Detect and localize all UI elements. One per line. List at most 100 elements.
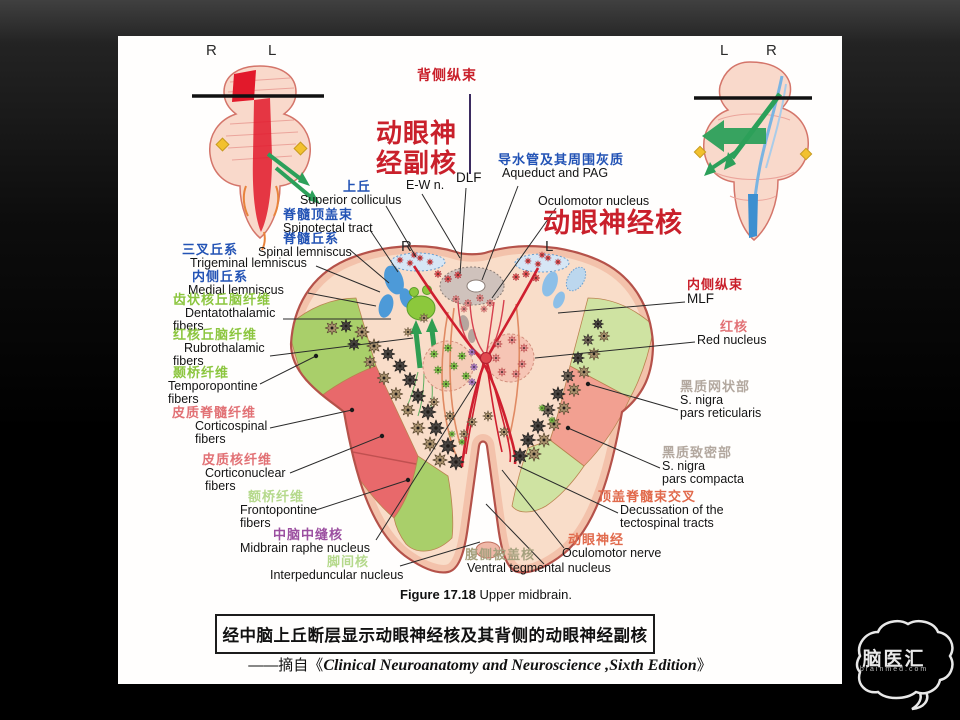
label-trigeminal-zh: 三叉丘系 <box>182 242 239 257</box>
label-interpeduncular-nucleus: 脚间核 Interpeduncular nucleus <box>270 555 403 582</box>
label-vtn-en: Ventral tegmental nucleus <box>467 560 611 575</box>
mini-right-letter-l: L <box>720 42 729 59</box>
label-snc-en1: S. nigra <box>662 458 706 473</box>
brainmed-watermark: 脑医汇 brainmed.com <box>838 614 958 714</box>
label-trigeminal-en: Trigeminal lemniscus <box>190 255 307 270</box>
label-snr-en2: pars reticularis <box>680 405 762 420</box>
label-snr-zh: 黑质网状部 <box>680 379 751 394</box>
label-snc-en2: pars compacta <box>662 471 744 486</box>
label-mlf-en: MLF <box>687 290 714 306</box>
label-corticonuclear-en2: fibers <box>205 478 236 493</box>
label-red-nucleus-zh: 红核 <box>720 319 749 334</box>
label-sn-pars-compacta: 黑质致密部 S. nigra pars compacta <box>662 446 744 486</box>
oculomotor-fibers <box>412 265 540 469</box>
label-superior-colliculus-zh: 上丘 <box>343 179 372 194</box>
label-tectospinal-decussation: 顶盖脊髓束交叉 Decussation of the tectospinal t… <box>598 490 724 530</box>
label-sn-pars-reticularis: 黑质网状部 S. nigra pars reticularis <box>680 380 761 420</box>
label-medial-lemniscus: 内侧丘系 Medial lemniscus <box>188 270 284 297</box>
mini-left-letter-l: L <box>268 42 277 59</box>
label-interpeduncular-zh: 脚间核 <box>327 554 370 569</box>
figure-caption-text: Upper midbrain. <box>475 587 572 602</box>
label-dentatothalamic-zh: 齿状核丘脑纤维 <box>173 292 272 307</box>
watermark-domain: brainmed.com <box>859 666 929 673</box>
label-oculomotor-nerve-zh: 动眼神经 <box>568 532 625 547</box>
label-temporopontine-en2: fibers <box>168 391 199 406</box>
label-corticonuclear-en1: Corticonuclear <box>205 465 286 480</box>
label-dentatothalamic-en2: fibers <box>173 318 204 333</box>
label-frontopontine-fibers: 额桥纤维 Frontopontine fibers <box>240 490 317 530</box>
label-corticonuclear-fibers: 皮质核纤维 Corticonuclear fibers <box>202 453 286 493</box>
label-superior-colliculus: 上丘 Superior colliculus <box>300 180 401 207</box>
label-frontopontine-en2: fibers <box>240 515 271 530</box>
label-vtn-zh: 腹侧被盖核 <box>465 547 536 562</box>
label-superior-colliculus-en: Superior colliculus <box>300 192 402 207</box>
label-frontopontine-en1: Frontopontine <box>240 502 318 517</box>
title-oculomotor-nucleus: 动眼神经核 <box>543 208 683 238</box>
interpeduncular-region <box>475 541 501 559</box>
figure-panel: R L L R R L 背侧纵束 动眼神 经副核 E-W n. DLF 导水管及… <box>118 36 842 684</box>
label-spinal-lemniscus-en: Spinal lemniscus <box>258 244 352 259</box>
label-temporopontine-zh: 颞桥纤维 <box>173 365 230 380</box>
label-aqueduct-pag-zh: 导水管及其周围灰质 <box>498 152 625 167</box>
label-trigeminal-lemniscus: 三叉丘系 Trigeminal lemniscus <box>182 243 307 270</box>
label-temporopontine-en1: Temporopontine <box>168 378 258 393</box>
label-dentatothalamic-fibers: 齿状核丘脑纤维 Dentatothalamic fibers <box>173 293 275 333</box>
label-frontopontine-zh: 额桥纤维 <box>248 489 305 504</box>
mini-brainstem-dorsal <box>192 65 324 251</box>
label-mlf-zh: 内侧纵束 <box>687 277 744 292</box>
figure-caption-number: Figure 17.18 <box>400 587 476 602</box>
title-accessory-line2: 经副核 <box>376 148 458 178</box>
title-accessory-oculomotor-nucleus: 动眼神 经副核 <box>376 118 457 178</box>
label-corticospinal-zh: 皮质脊髓纤维 <box>172 405 257 420</box>
section-letter-l: L <box>545 238 554 255</box>
label-ew-nucleus: E-W n. <box>406 178 445 192</box>
label-temporopontine-fibers: 颞桥纤维 Temporopontine fibers <box>168 366 258 406</box>
fiber-crossing-point <box>480 352 492 364</box>
attribution-book-title: Clinical Neuroanatomy and Neuroscience ,… <box>323 657 697 674</box>
label-ventral-tegmental-nucleus: 腹侧被盖核 Ventral tegmental nucleus <box>465 548 611 575</box>
brain-bubble-icon <box>855 620 954 711</box>
label-spinal-lemniscus: 脊髓丘系 Spinal lemniscus <box>258 232 352 259</box>
label-mlf: 内侧纵束 MLF <box>687 278 743 306</box>
label-raphe-en: Midbrain raphe nucleus <box>240 540 370 555</box>
label-rubrothalamic-zh: 红核丘脑纤维 <box>173 327 258 342</box>
mini-right-letter-r: R <box>766 42 777 59</box>
label-spinotectal-en: Spinotectal tract <box>283 220 373 235</box>
label-snr-en1: S. nigra <box>680 392 724 407</box>
label-oculomotor-nerve: 动眼神经 Oculomotor nerve <box>562 533 661 560</box>
attribution-line: ——摘自《Clinical Neuroanatomy and Neuroscie… <box>118 654 842 675</box>
label-spinal-lemniscus-zh: 脊髓丘系 <box>283 231 340 246</box>
watermark-name: 脑医汇 <box>862 649 926 670</box>
label-oculomotor-nucleus-en: Oculomotor nucleus <box>538 194 650 208</box>
title-accessory-line1: 动眼神 <box>376 118 458 148</box>
aqueduct <box>466 279 486 293</box>
mini-brainstem-ventral <box>693 61 813 241</box>
label-corticospinal-en2: fibers <box>195 431 226 446</box>
leader-lines <box>259 94 696 567</box>
attribution-prefix: ——摘自《 <box>248 657 324 674</box>
label-rubrothalamic-en1: Rubrothalamic <box>184 340 265 355</box>
label-corticospinal-en1: Corticospinal <box>195 418 268 433</box>
label-tectospinal-zh: 顶盖脊髓束交叉 <box>598 489 697 504</box>
label-tectospinal-en2: tectospinal tracts <box>620 515 714 530</box>
label-red-nucleus: 红核 Red nucleus <box>697 320 767 347</box>
label-snc-zh: 黑质致密部 <box>662 445 733 460</box>
summary-box: 经中脑上丘断层显示动眼神经核及其背侧的动眼神经副核 <box>215 614 655 654</box>
midbrain-cross-section <box>289 245 655 574</box>
midbrain-figure-drawing <box>192 61 813 574</box>
label-interpeduncular-en: Interpeduncular nucleus <box>270 567 404 582</box>
label-spinotectal-zh: 脊髓顶盖束 <box>283 207 354 222</box>
label-aqueduct-pag-en: Aqueduct and PAG <box>502 165 609 180</box>
label-tectospinal-en1: Decussation of the <box>620 502 724 517</box>
label-dentatothalamic-en1: Dentatothalamic <box>185 305 276 320</box>
label-red-nucleus-en: Red nucleus <box>697 332 767 347</box>
label-dorsal-longitudinal-fasciculus: 背侧纵束 <box>417 67 477 83</box>
label-spinotectal-tract: 脊髓顶盖束 Spinotectal tract <box>283 208 373 235</box>
mini-left-letter-r: R <box>206 42 217 59</box>
label-dlf: DLF <box>456 170 482 185</box>
section-letter-r: R <box>401 238 412 255</box>
label-corticospinal-fibers: 皮质脊髓纤维 Corticospinal fibers <box>172 406 267 446</box>
attribution-suffix: 》 <box>696 657 712 674</box>
label-medial-lemniscus-en: Medial lemniscus <box>188 282 284 297</box>
